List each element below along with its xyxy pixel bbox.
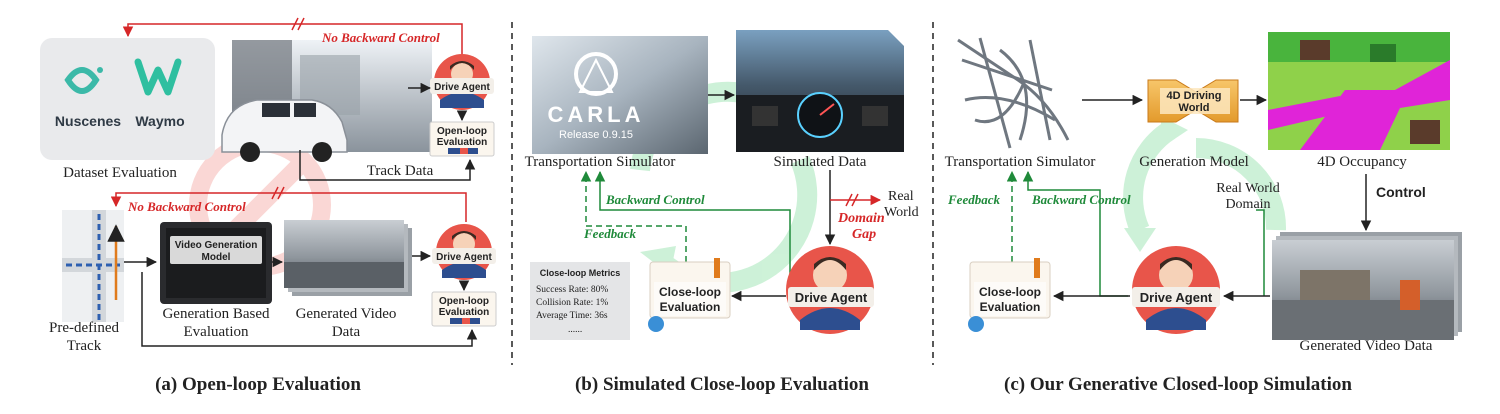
backward-control-label-b: Backward Control xyxy=(605,192,705,207)
caption-a: (a) Open-loop Evaluation xyxy=(155,374,361,395)
svg-text:Collision Rate: 1%: Collision Rate: 1% xyxy=(536,298,608,308)
svg-text:Success Rate: 80%: Success Rate: 80% xyxy=(536,285,608,295)
no-backward-label-top: No Backward Control xyxy=(321,30,440,45)
gen-video-data-label: Generated Video Data xyxy=(1300,338,1433,354)
gen-based-label-2: Evaluation xyxy=(184,324,249,340)
svg-text:Open-loop: Open-loop xyxy=(437,126,487,137)
svg-text:Close-loop: Close-loop xyxy=(659,285,721,299)
occupancy-label: 4D Occupancy xyxy=(1317,154,1407,170)
svg-text:Evaluation: Evaluation xyxy=(980,300,1041,314)
panel-a: Nuscenes Waymo Dataset Evaluation No Bac… xyxy=(40,17,497,395)
occupancy-image xyxy=(1268,32,1450,150)
carla-image xyxy=(532,36,708,154)
svg-text:Average Time: 36s: Average Time: 36s xyxy=(536,311,608,321)
generated-video-stack xyxy=(1272,232,1462,340)
generated-video-frames xyxy=(284,220,412,296)
no-backward-arrow-bottom xyxy=(110,192,467,222)
predefined-label-2: Track xyxy=(67,338,102,354)
svg-text:Evaluation: Evaluation xyxy=(439,307,490,318)
svg-text:Close-loop Metrics: Close-loop Metrics xyxy=(540,268,621,278)
nuscenes-label: Nuscenes xyxy=(55,113,121,129)
carla-release: Release 0.9.15 xyxy=(559,129,633,141)
gen-based-label-1: Generation Based xyxy=(162,306,270,322)
simulated-data-label: Simulated Data xyxy=(774,154,867,170)
domain-gap-label-1: Domain xyxy=(837,211,885,226)
cycle-arrows-icon-c xyxy=(1123,116,1287,252)
dashboard-image xyxy=(736,30,904,152)
predefined-label-1: Pre-defined xyxy=(49,320,119,336)
gen-video-label-2: Data xyxy=(332,324,361,340)
gear-icon-c xyxy=(968,316,984,332)
svg-text:Open-loop: Open-loop xyxy=(439,296,489,307)
drive-agent-top: Drive Agent xyxy=(430,54,494,110)
drive-agent-c: Drive Agent xyxy=(1132,246,1220,334)
svg-text:Drive Agent: Drive Agent xyxy=(436,252,492,263)
waymo-label: Waymo xyxy=(135,113,184,129)
feedback-arrow-b xyxy=(580,170,687,262)
world-model-icon: 4D Driving World xyxy=(1147,79,1239,123)
transport-sim-label-c: Transportation Simulator xyxy=(945,154,1096,170)
panel-c: 4D Driving World Transportation Simulato… xyxy=(945,32,1462,395)
real-world-label-1: Real World xyxy=(1216,181,1280,196)
svg-text:Drive Agent: Drive Agent xyxy=(434,82,490,93)
track-bottom-arrow xyxy=(141,272,478,347)
nuscenes-logo-icon xyxy=(64,67,103,94)
feedback-label-b: Feedback xyxy=(583,226,636,241)
svg-text:4D Driving: 4D Driving xyxy=(1166,90,1221,102)
svg-text:Close-loop: Close-loop xyxy=(979,285,1041,299)
metrics-box: Close-loop Metrics Success Rate: 80% Col… xyxy=(530,262,630,340)
track-data-arrow xyxy=(299,150,476,181)
predefined-track-image xyxy=(62,210,125,322)
open-loop-eval-bottom: Open-loop Evaluation xyxy=(431,291,497,327)
open-loop-eval-top: Open-loop Evaluation xyxy=(429,121,495,157)
car-icon xyxy=(221,99,348,162)
domain-gap-label-2: Gap xyxy=(852,227,876,242)
close-loop-eval-b: Close-loop Evaluation xyxy=(648,258,731,332)
dataset-eval-label: Dataset Evaluation xyxy=(63,165,177,181)
gear-icon xyxy=(648,316,664,332)
transport-sim-label-b: Transportation Simulator xyxy=(525,154,676,170)
generation-model-label: Generation Model xyxy=(1139,154,1249,170)
caption-b: (b) Simulated Close-loop Evaluation xyxy=(575,374,869,395)
carla-logo-icon xyxy=(574,52,618,96)
svg-text:......: ...... xyxy=(568,325,582,335)
caption-c: (c) Our Generative Closed-loop Simulatio… xyxy=(1004,374,1352,395)
carla-label: CARLA xyxy=(548,102,645,127)
svg-text:Evaluation: Evaluation xyxy=(660,300,721,314)
feedback-label-c: Feedback xyxy=(947,192,1000,207)
drive-agent-b: Drive Agent xyxy=(786,246,874,334)
server-icon: Video Generation Model xyxy=(160,222,272,304)
no-backward-label-bottom: No Backward Control xyxy=(127,199,246,214)
waymo-logo-icon xyxy=(134,58,182,96)
panel-b: CARLA Release 0.9.15 Transportation Simu… xyxy=(525,30,919,395)
real-label-1: Real xyxy=(888,189,914,204)
svg-text:Evaluation: Evaluation xyxy=(437,137,488,148)
svg-text:Drive Agent: Drive Agent xyxy=(1140,290,1213,305)
drive-agent-bottom: Drive Agent xyxy=(432,224,496,280)
road-map-image xyxy=(957,37,1070,149)
svg-text:Model: Model xyxy=(202,252,231,263)
backward-control-arrow-c xyxy=(1256,209,1265,296)
backward-control-arrow-b xyxy=(594,170,791,296)
close-loop-eval-c: Close-loop Evaluation xyxy=(968,258,1051,332)
control-label: Control xyxy=(1376,184,1426,200)
svg-text:Drive Agent: Drive Agent xyxy=(795,290,868,305)
svg-text:Video Generation: Video Generation xyxy=(175,240,258,251)
dataset-logos-box xyxy=(40,38,215,160)
real-world-label-2: Domain xyxy=(1225,197,1270,212)
track-data-label: Track Data xyxy=(367,163,434,179)
svg-text:World: World xyxy=(1179,102,1210,114)
real-label-2: World xyxy=(884,205,919,220)
gen-video-label-1: Generated Video xyxy=(296,306,397,322)
backward-control-label-c: Backward Control xyxy=(1031,192,1131,207)
